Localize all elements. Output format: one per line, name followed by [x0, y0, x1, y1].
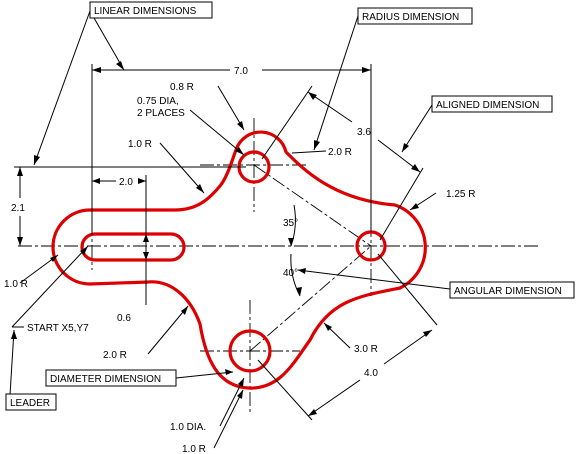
- upper-arc-radius-text: 2.0 R: [328, 147, 352, 158]
- left-top-arc-radius-text: 1.0 R: [128, 139, 152, 150]
- bottom-hole: [228, 329, 272, 373]
- callout-boxes: LINEAR DIMENSIONS RADIUS DIMENSION ALIGN…: [5, 1, 575, 411]
- part-outline: [51, 130, 427, 390]
- height-text: 2.1: [11, 203, 25, 214]
- bottom-boss-radius-text: 1.0 R: [182, 444, 206, 454]
- linear-dimensions-label: LINEAR DIMENSIONS: [94, 6, 197, 17]
- angle-lower-text: 40°: [283, 268, 298, 279]
- left-end-radius-text: 1.0 R: [4, 279, 28, 290]
- start-label-text: START X5,Y7: [27, 323, 89, 334]
- dimension-lines: [14, 64, 451, 421]
- radius-dimension-label: RADIUS DIMENSION: [362, 12, 459, 23]
- right-boss-radius-text: 1.25 R: [446, 189, 475, 200]
- lower-arc-radius-text: 2.0 R: [103, 350, 127, 361]
- hole-dia-text-2: 2 PLACES: [137, 108, 185, 119]
- radius-dimension-box: [357, 7, 473, 25]
- center-lines: [18, 118, 540, 412]
- bottom-hole-dia-text: 1.0 DIA.: [170, 422, 206, 433]
- center-slot: [80, 232, 186, 262]
- diameter-dimension-box: [45, 369, 177, 387]
- leader-box: [5, 393, 57, 411]
- part-profile: [51, 130, 427, 390]
- aligned-lower-text: 4.0: [364, 368, 378, 379]
- linear-dimensions-box: [89, 1, 213, 19]
- angular-dimension-box: [449, 281, 575, 299]
- aligned-dimension-box: [431, 95, 553, 113]
- diameter-dimension-label: DIAMETER DIMENSION: [50, 374, 161, 385]
- aligned-dimension-label: ALIGNED DIMENSION: [436, 100, 539, 111]
- leader-label: LEADER: [10, 398, 50, 409]
- angular-dimension-label: ANGULAR DIMENSION: [454, 286, 562, 297]
- right-lower-arc-radius-text: 3.0 R: [354, 344, 378, 355]
- hole-dia-text-1: 0.75 DIA,: [137, 96, 179, 107]
- slot-thickness-text: 0.6: [117, 313, 131, 324]
- small-hole-radius-text: 0.8 R: [170, 82, 194, 93]
- dimension-texts: 7.0 2.0 2.1 3.6 4.0 0.8 R 0.75 DIA, 2 PL…: [4, 66, 475, 454]
- callout-leaders: [9, 10, 437, 449]
- angle-upper-text: 35°: [283, 218, 298, 229]
- slot-width-text: 2.0: [119, 177, 133, 188]
- overall-width-text: 7.0: [234, 66, 248, 77]
- aligned-upper-text: 3.6: [357, 127, 371, 138]
